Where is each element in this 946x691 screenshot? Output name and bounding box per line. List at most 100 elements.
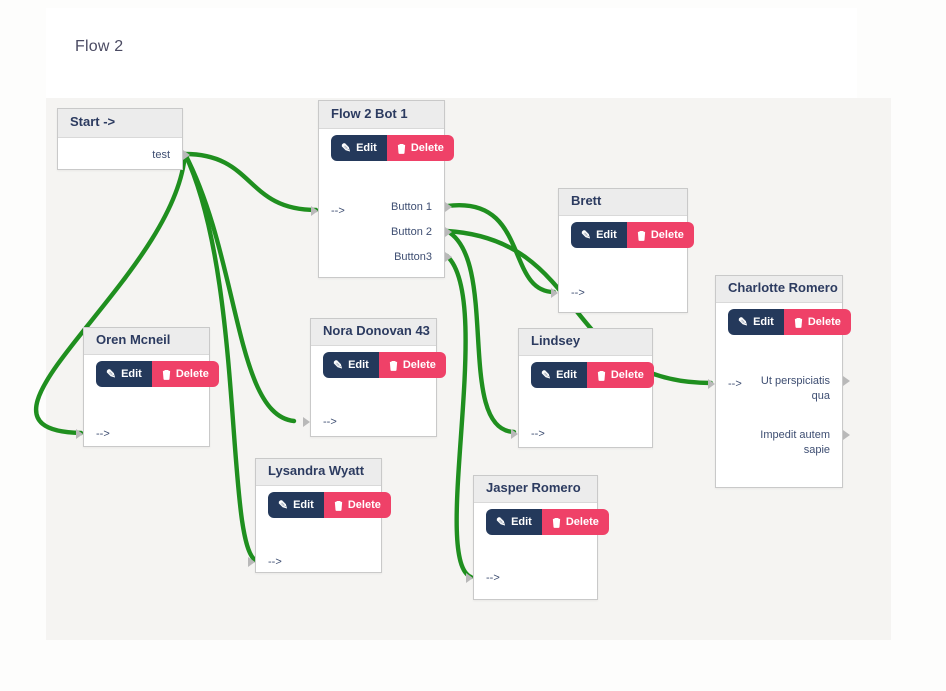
- node-actions: ✎ Edit Delete: [323, 352, 446, 378]
- output-port[interactable]: Impedit autem sapie: [760, 429, 830, 456]
- input-port-arrow[interactable]: [248, 557, 255, 567]
- delete-label: Delete: [807, 316, 841, 328]
- trash-icon: [597, 370, 605, 381]
- delete-button[interactable]: Delete: [586, 362, 654, 388]
- node-bot1[interactable]: Flow 2 Bot 1 ✎ Edit Delete --> Button 1 B…: [311, 100, 454, 278]
- output-port[interactable]: Button 2: [391, 226, 432, 238]
- input-port-arrow[interactable]: [551, 288, 558, 298]
- node-header[interactable]: Lindsey: [519, 329, 652, 356]
- trash-icon: [552, 517, 560, 528]
- input-port-arrow[interactable]: [311, 206, 318, 216]
- node-actions: ✎ Edit Delete: [96, 361, 219, 387]
- input-port[interactable]: -->: [531, 425, 545, 443]
- input-port[interactable]: -->: [571, 284, 585, 302]
- edit-button[interactable]: ✎ Edit: [571, 222, 627, 248]
- input-port[interactable]: -->: [268, 553, 282, 571]
- node-title: Flow 2 Bot 1: [331, 106, 408, 121]
- node-jasper[interactable]: Jasper Romero ✎ Edit Delete -->: [466, 475, 609, 600]
- delete-label: Delete: [650, 229, 684, 241]
- node-header[interactable]: Oren Mcneil: [84, 328, 209, 355]
- input-port-arrow[interactable]: [708, 379, 715, 389]
- node-lysandra[interactable]: Lysandra Wyatt ✎ Edit Delete -->: [248, 458, 391, 573]
- edit-icon: ✎: [496, 515, 507, 529]
- input-port-label: -->: [96, 428, 110, 440]
- delete-button[interactable]: Delete: [783, 309, 851, 335]
- edit-icon: ✎: [341, 141, 352, 155]
- input-port[interactable]: -->: [323, 413, 337, 431]
- edit-icon: ✎: [278, 498, 289, 512]
- edit-button[interactable]: ✎ Edit: [268, 492, 324, 518]
- delete-button[interactable]: Delete: [541, 509, 609, 535]
- delete-button[interactable]: Delete: [386, 135, 454, 161]
- input-port-label: -->: [323, 416, 337, 428]
- edit-button[interactable]: ✎ Edit: [323, 352, 379, 378]
- node-title: Start ->: [70, 114, 116, 129]
- flow-header-panel: Flow 2: [46, 8, 857, 98]
- edit-button[interactable]: ✎ Edit: [96, 361, 152, 387]
- edit-button[interactable]: ✎ Edit: [531, 362, 587, 388]
- output-port-arrow[interactable]: [183, 150, 190, 160]
- node-title: Oren Mcneil: [96, 332, 171, 347]
- output-port-arrow[interactable]: [843, 430, 850, 440]
- input-port-arrow[interactable]: [511, 429, 518, 439]
- node-header[interactable]: Nora Donovan 43: [311, 319, 436, 346]
- delete-button[interactable]: Delete: [626, 222, 694, 248]
- node-title: Jasper Romero: [486, 480, 581, 495]
- node-header[interactable]: Charlotte Romero: [716, 276, 842, 303]
- output-port-arrow[interactable]: [843, 376, 850, 386]
- node-header[interactable]: Jasper Romero: [474, 476, 597, 503]
- node-actions: ✎ Edit Delete: [268, 492, 391, 518]
- node-actions: ✎ Edit Delete: [486, 509, 609, 535]
- input-port-label: -->: [531, 428, 545, 440]
- input-port[interactable]: -->: [96, 425, 110, 443]
- node-charlotte[interactable]: Charlotte Romero ✎ Edit Delete --> Ut pe…: [708, 275, 851, 488]
- input-port[interactable]: -->: [728, 375, 742, 393]
- delete-button[interactable]: Delete: [151, 361, 219, 387]
- delete-label: Delete: [347, 499, 381, 511]
- input-port-label: -->: [331, 205, 345, 217]
- page-title: Flow 2: [75, 38, 124, 55]
- node-title: Charlotte Romero: [728, 280, 838, 295]
- node-header[interactable]: Start ->: [58, 109, 182, 138]
- output-port[interactable]: test: [152, 149, 170, 161]
- node-header[interactable]: Flow 2 Bot 1: [319, 101, 444, 129]
- node-lindsey[interactable]: Lindsey ✎ Edit Delete -->: [511, 328, 654, 448]
- edit-label: Edit: [293, 499, 314, 511]
- edit-icon: ✎: [541, 368, 552, 382]
- node-oren[interactable]: Oren Mcneil ✎ Edit Delete -->: [76, 327, 219, 447]
- output-port[interactable]: Ut perspiciatis qua: [760, 375, 830, 402]
- delete-label: Delete: [610, 369, 644, 381]
- node-start[interactable]: Start -> test: [57, 108, 190, 170]
- output-port-arrow[interactable]: [445, 227, 452, 237]
- trash-icon: [389, 360, 397, 371]
- input-port-arrow[interactable]: [76, 429, 83, 439]
- node-header[interactable]: Brett: [559, 189, 687, 216]
- input-port[interactable]: -->: [486, 569, 500, 587]
- node-brett[interactable]: Brett ✎ Edit Delete -->: [551, 188, 694, 313]
- input-port-arrow[interactable]: [466, 573, 473, 583]
- node-header[interactable]: Lysandra Wyatt: [256, 459, 381, 486]
- node-title: Lindsey: [531, 333, 581, 348]
- edit-button[interactable]: ✎ Edit: [728, 309, 784, 335]
- output-port[interactable]: Button3: [394, 251, 432, 263]
- output-port-arrow[interactable]: [445, 202, 452, 212]
- input-port-label: -->: [268, 556, 282, 568]
- delete-label: Delete: [410, 142, 444, 154]
- delete-button[interactable]: Delete: [378, 352, 446, 378]
- edit-icon: ✎: [738, 315, 749, 329]
- node-actions: ✎ Edit Delete: [531, 362, 654, 388]
- node-nora[interactable]: Nora Donovan 43 ✎ Edit Delete -->: [303, 318, 446, 437]
- delete-button[interactable]: Delete: [323, 492, 391, 518]
- edit-button[interactable]: ✎ Edit: [486, 509, 542, 535]
- node-actions: ✎ Edit Delete: [728, 309, 851, 335]
- input-port-arrow[interactable]: [303, 417, 310, 427]
- output-port[interactable]: Button 1: [391, 201, 432, 213]
- output-port-arrow[interactable]: [445, 252, 452, 262]
- edit-label: Edit: [596, 229, 617, 241]
- input-port[interactable]: -->: [331, 202, 345, 220]
- node-title: Lysandra Wyatt: [268, 463, 365, 478]
- node-actions: ✎ Edit Delete: [331, 135, 454, 161]
- edit-label: Edit: [556, 369, 577, 381]
- edit-button[interactable]: ✎ Edit: [331, 135, 387, 161]
- edit-label: Edit: [348, 359, 369, 371]
